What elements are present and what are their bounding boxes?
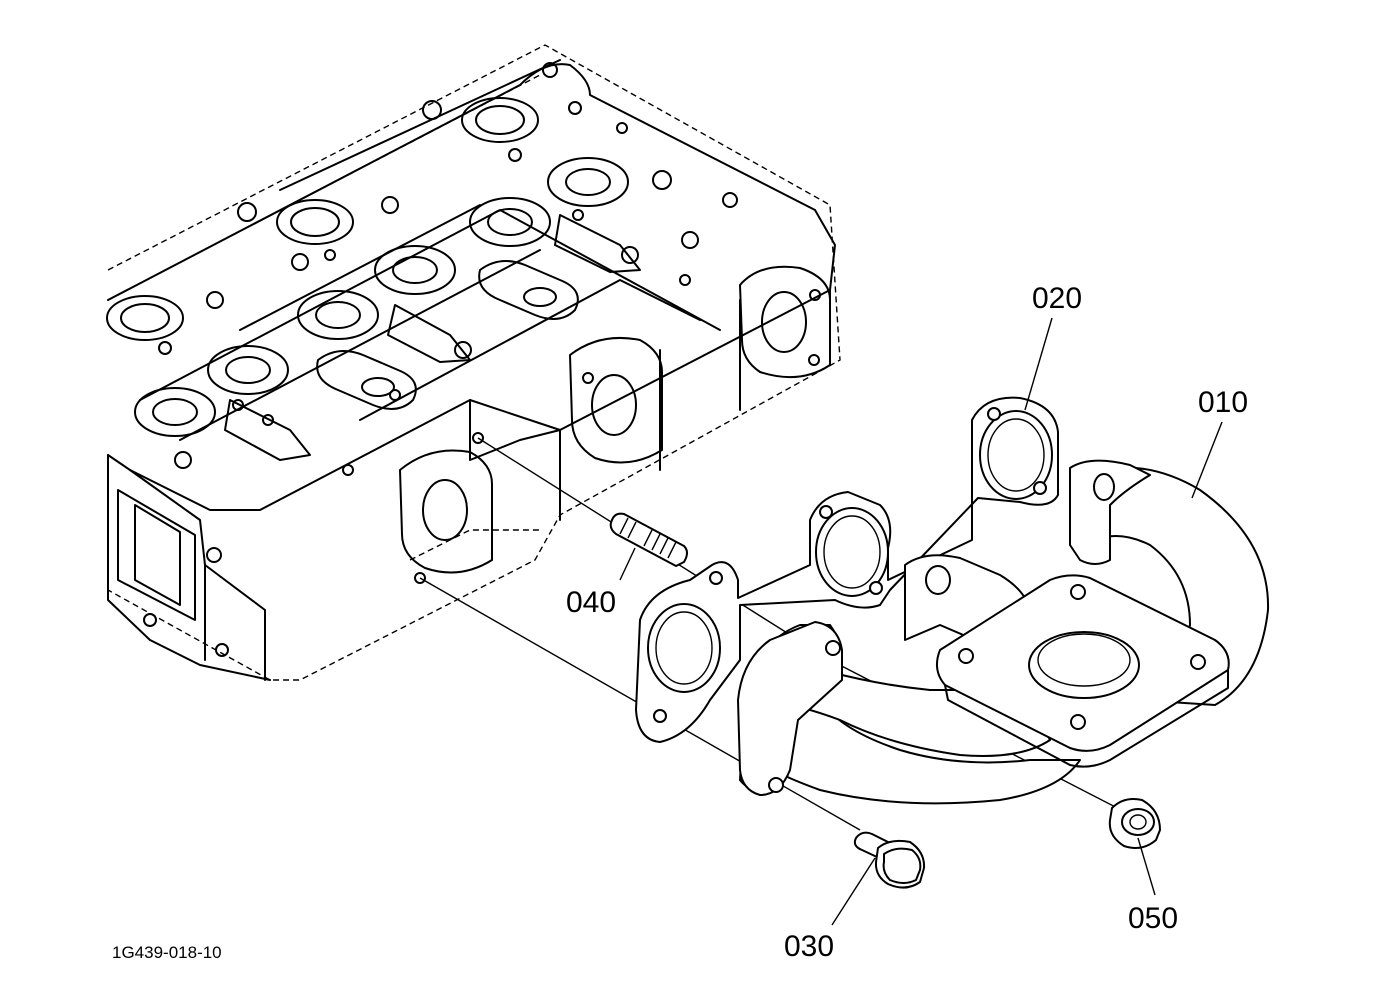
- exhaust-gasket: [635, 396, 1059, 743]
- callout-030: 030: [784, 930, 834, 963]
- stud-bolt: [609, 512, 688, 567]
- callout-040: 040: [566, 586, 616, 619]
- exhaust-manifold: [737, 459, 1270, 805]
- callout-020: 020: [1032, 282, 1082, 315]
- flange-bolt: [853, 831, 926, 889]
- cylinder-head: [106, 44, 841, 681]
- callout-050: 050: [1128, 902, 1178, 935]
- figure-code: 1G439-018-10: [112, 943, 222, 962]
- leader-lines: [619, 317, 1223, 926]
- flange-nut: [1108, 798, 1161, 849]
- callout-010: 010: [1198, 386, 1248, 419]
